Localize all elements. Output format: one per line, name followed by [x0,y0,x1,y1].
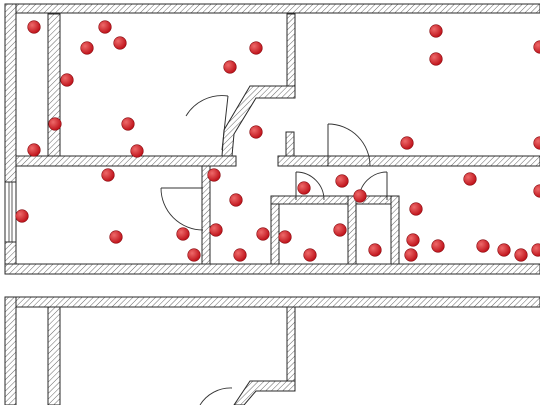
location-marker[interactable] [233,248,247,262]
location-marker[interactable] [101,168,115,182]
location-marker[interactable] [229,193,243,207]
left-room-pillar-wall [47,13,61,157]
location-marker[interactable] [429,24,443,38]
location-marker[interactable] [15,209,29,223]
location-marker[interactable] [531,243,540,257]
location-marker[interactable] [27,143,41,157]
bathroom-wall-top [270,195,400,205]
location-marker[interactable] [533,184,540,198]
upper-plan [4,3,540,275]
location-marker[interactable] [303,248,317,262]
location-marker[interactable] [80,41,94,55]
location-marker[interactable] [431,239,445,253]
location-marker[interactable] [533,136,540,150]
lower-left-room-wall [47,306,61,405]
window-left-lower [4,181,17,243]
door-lower-left [160,187,204,231]
divider-wall-right [277,155,540,167]
lower-plan [4,296,540,405]
location-marker[interactable] [278,230,292,244]
location-marker[interactable] [48,117,62,131]
divider-wall-left [15,155,237,167]
location-marker[interactable] [27,20,41,34]
location-marker[interactable] [429,52,443,66]
location-marker[interactable] [121,117,135,131]
door-upper-left [185,95,229,151]
bathroom-wall-left [270,195,280,265]
location-marker[interactable] [130,144,144,158]
location-marker[interactable] [223,60,237,74]
middle-wall-stub [285,131,295,159]
location-marker[interactable] [409,202,423,216]
diagonal-wall [221,85,296,157]
location-marker[interactable] [406,233,420,247]
lower-diagonal-wall [233,380,296,405]
door-bath-left [295,171,325,201]
bathroom-wall-mid [347,195,357,265]
location-marker[interactable] [249,41,263,55]
lower-left-outer-wall [4,296,17,405]
location-marker[interactable] [463,172,477,186]
bathroom-wall-right [390,195,400,265]
lower-top-outer-wall [4,296,540,308]
location-marker[interactable] [113,36,127,50]
location-marker[interactable] [98,20,112,34]
location-marker[interactable] [176,227,190,241]
location-marker[interactable] [514,248,528,262]
bottom-outer-wall [4,263,540,275]
location-marker[interactable] [187,248,201,262]
marker-group [15,20,540,262]
lower-middle-wall [286,306,296,392]
location-marker[interactable] [400,136,414,150]
lower-door [199,387,233,405]
upper-middle-wall [286,13,296,99]
location-marker[interactable] [333,223,347,237]
location-marker[interactable] [404,248,418,262]
location-marker[interactable] [109,230,123,244]
location-marker[interactable] [476,239,490,253]
location-marker[interactable] [353,189,367,203]
partition-wall-lower-a [201,165,211,265]
top-outer-wall [4,3,540,14]
location-marker[interactable] [497,243,511,257]
location-marker[interactable] [209,223,223,237]
door-upper-right [327,123,371,167]
location-marker[interactable] [207,168,221,182]
location-marker[interactable] [368,243,382,257]
location-marker[interactable] [249,125,263,139]
location-marker[interactable] [297,181,311,195]
location-marker[interactable] [256,227,270,241]
location-marker[interactable] [335,174,349,188]
location-marker[interactable] [533,40,540,54]
location-marker[interactable] [60,73,74,87]
